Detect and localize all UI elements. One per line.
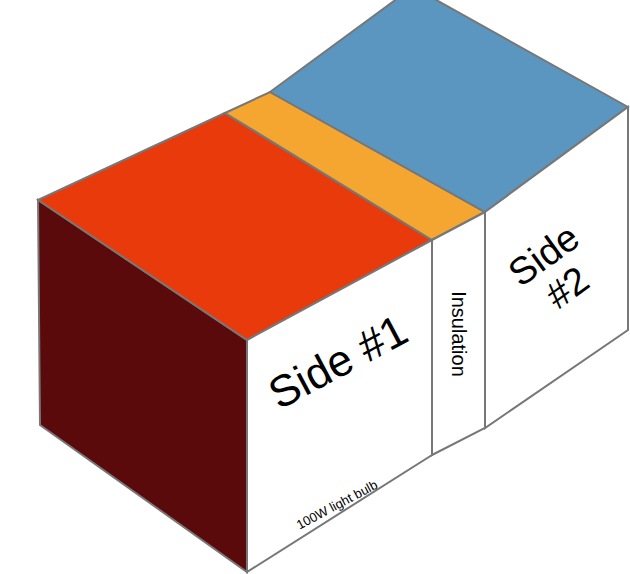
- side-one-face: Side #1100W light bulb: [247, 240, 432, 572]
- side-two-face: Side #2: [485, 107, 628, 428]
- face-polygon: [485, 107, 628, 428]
- face-outline: [247, 240, 432, 572]
- insulation-face: Insulation: [432, 212, 485, 455]
- face-polygon: [247, 240, 432, 572]
- face-polygon: [432, 212, 485, 455]
- insulation-label: Insulation: [448, 291, 469, 377]
